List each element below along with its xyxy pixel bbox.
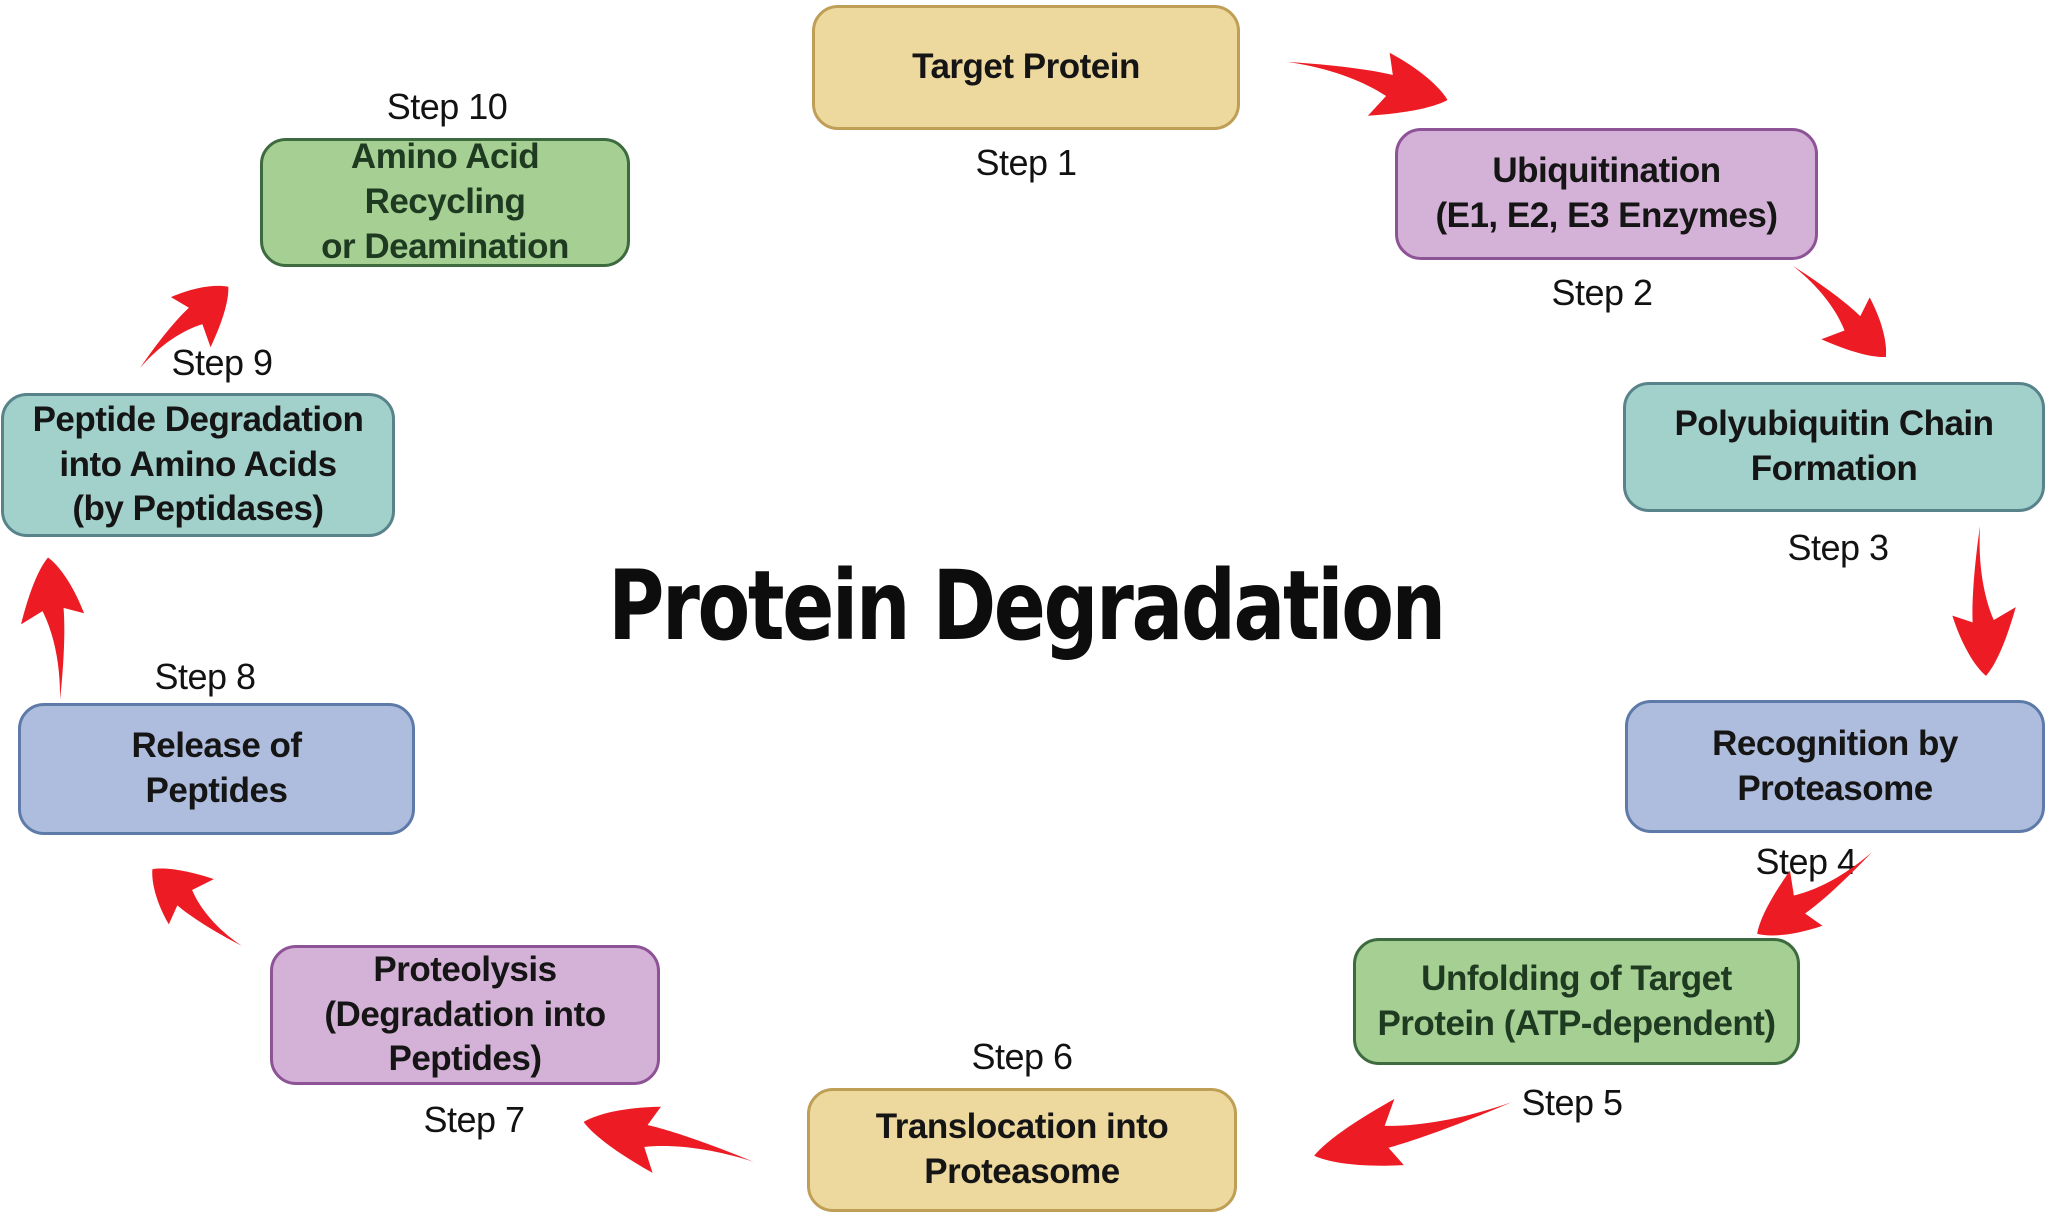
step-2-number: Step 2 <box>1551 272 1653 313</box>
step-6-box: Translocation into Proteasome <box>807 1088 1237 1212</box>
step-3-box: Polyubiquitin Chain Formation <box>1623 382 2045 512</box>
step-3-number: Step 3 <box>1787 527 1889 568</box>
arrow-step-6-to-7 <box>575 1090 762 1195</box>
step-10-box: Amino Acid Recycling or Deamination <box>260 137 630 267</box>
step-5-number: Step 5 <box>1521 1082 1623 1123</box>
step-6-number: Step 6 <box>971 1036 1073 1077</box>
step-7-box: Proteolysis (Degradation into Peptides) <box>270 945 660 1085</box>
step-2-box: Ubiquitination (E1, E2, E3 Enzymes) <box>1395 128 1818 260</box>
step-9-number: Step 9 <box>171 342 273 383</box>
step-3-box-label: Polyubiquitin Chain Formation <box>1674 404 1994 488</box>
step-5-box: Unfolding of Target Protein (ATP-depende… <box>1353 938 1800 1065</box>
step-9-box: Peptide Degradation into Amino Acids (by… <box>1 393 395 537</box>
step-6-box-label: Translocation into Proteasome <box>875 1107 1169 1191</box>
step-4-box-label: Recognition by Proteasome <box>1712 723 1958 808</box>
step-2-box-label: Ubiquitination (E1, E2, E3 Enzymes) <box>1435 151 1778 235</box>
arrow-step-5-to-6 <box>1305 1069 1521 1188</box>
step-9-box-label: Peptide Degradation into Amino Acids (by… <box>32 399 364 529</box>
diagram-title: Protein Degradation <box>608 550 1446 662</box>
arrow-step-1-to-2 <box>1280 30 1456 133</box>
step-4-box: Recognition by Proteasome <box>1625 700 2045 833</box>
step-1-box-label: Target Protein <box>912 47 1140 87</box>
step-10-number: Step 10 <box>386 86 508 127</box>
arrow-step-7-to-8 <box>132 844 264 970</box>
step-8-box-label: Release of Peptides <box>131 726 302 810</box>
arrow-step-3-to-4 <box>1948 524 2019 678</box>
step-10-box-label: Amino Acid Recycling or Deamination <box>321 137 569 266</box>
step-1-box: Target Protein <box>812 5 1240 130</box>
arrow-step-8-to-9 <box>15 554 92 703</box>
step-5-box-label: Unfolding of Target Protein (ATP-depende… <box>1377 958 1776 1043</box>
step-7-number: Step 7 <box>423 1099 525 1140</box>
arrow-step-2-to-3 <box>1770 243 1908 381</box>
step-7-box-label: Proteolysis (Degradation into Peptides) <box>324 949 606 1079</box>
step-8-box: Release of Peptides <box>18 703 415 835</box>
step-4-number: Step 4 <box>1755 841 1857 882</box>
step-8-number: Step 8 <box>154 656 256 697</box>
step-1-number: Step 1 <box>975 142 1077 183</box>
